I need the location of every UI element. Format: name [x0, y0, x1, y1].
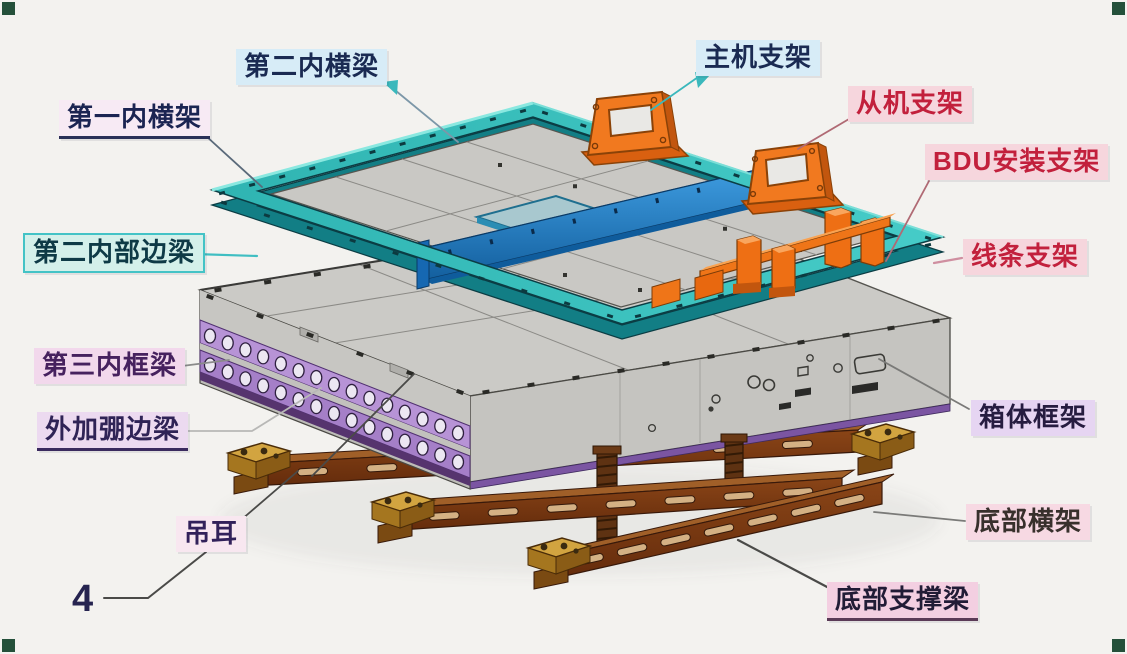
bar-clip: [651, 278, 681, 309]
left-face-tab: [389, 362, 409, 379]
leader-bottom-cross-frame: [873, 511, 966, 522]
label-third-inner-frame-beam: 第三内框梁: [34, 348, 186, 384]
bottom-assembly: [225, 423, 917, 590]
label-bottom-support-beam: 底部支撑梁: [827, 582, 979, 621]
label-wire-bracket: 线条支架: [963, 239, 1088, 275]
label-second-inner-crossbeam: 第二内横梁: [236, 49, 388, 85]
bdu-post-front: [733, 235, 762, 294]
bdu-post-front: [769, 244, 796, 298]
leader-third-inner-frame-beam: [181, 359, 230, 367]
label-bottom-cross-frame: 底部横架: [966, 504, 1091, 540]
corner-marker: [2, 2, 15, 15]
leader-lifting-ear-2: [311, 373, 415, 477]
lifting-ears: [225, 423, 917, 590]
label-slave-unit-bracket: 从机支架: [848, 86, 973, 122]
label-lifting-ear: 吊耳: [176, 516, 247, 552]
corner-marker: [1112, 2, 1125, 15]
bar-foot: [694, 269, 724, 301]
leader-quantity: [103, 551, 207, 599]
leader-tail: [695, 72, 710, 88]
box-left-upper-band: [200, 290, 470, 426]
corner-marker: [2, 639, 15, 652]
corner-marker: [1112, 639, 1125, 652]
quantity-marker: 4: [72, 578, 94, 620]
leader-main-unit-bracket: [650, 74, 702, 111]
label-main-unit-bracket: 主机支架: [696, 40, 821, 76]
label-first-inner-crossframe: 第一内横架: [59, 100, 211, 139]
label-second-inner-side-beam: 第二内部边梁: [23, 233, 206, 273]
leader-lifting-ear: [240, 470, 299, 521]
leader-bdu-bracket: [885, 180, 930, 262]
slave-unit-bracket-part: [740, 141, 845, 215]
label-bdu-mounting-bracket: BDU安装支架: [925, 144, 1109, 180]
main-unit-bracket-part: [580, 90, 690, 166]
frame-highlight: [211, 101, 534, 192]
leader-second-inner-crossbeam: [389, 85, 459, 143]
box-right-seams: [619, 335, 851, 456]
leader-slave-unit-bracket: [797, 118, 850, 150]
connector-cutouts: [647, 353, 887, 433]
purple-rail-dark-base: [200, 372, 470, 486]
purple-rail-holes: [203, 328, 465, 470]
leader-first-inner-crossframe: [205, 135, 263, 188]
upper-frame-assembly: [209, 90, 946, 340]
orange-parts: [651, 207, 896, 309]
label-box-frame: 箱体框架: [971, 400, 1096, 436]
label-external-reinforced-edge-beam: 外加弸边梁: [37, 412, 189, 451]
blue-channel-beam: [416, 168, 773, 290]
leader-box-frame: [878, 358, 970, 410]
leader-wire-bracket: [932, 256, 964, 265]
leader-external-reinforced-edge-beam: [184, 387, 322, 432]
rail-gap-band: [200, 343, 470, 456]
leader-bottom-support-beam: [736, 538, 831, 590]
